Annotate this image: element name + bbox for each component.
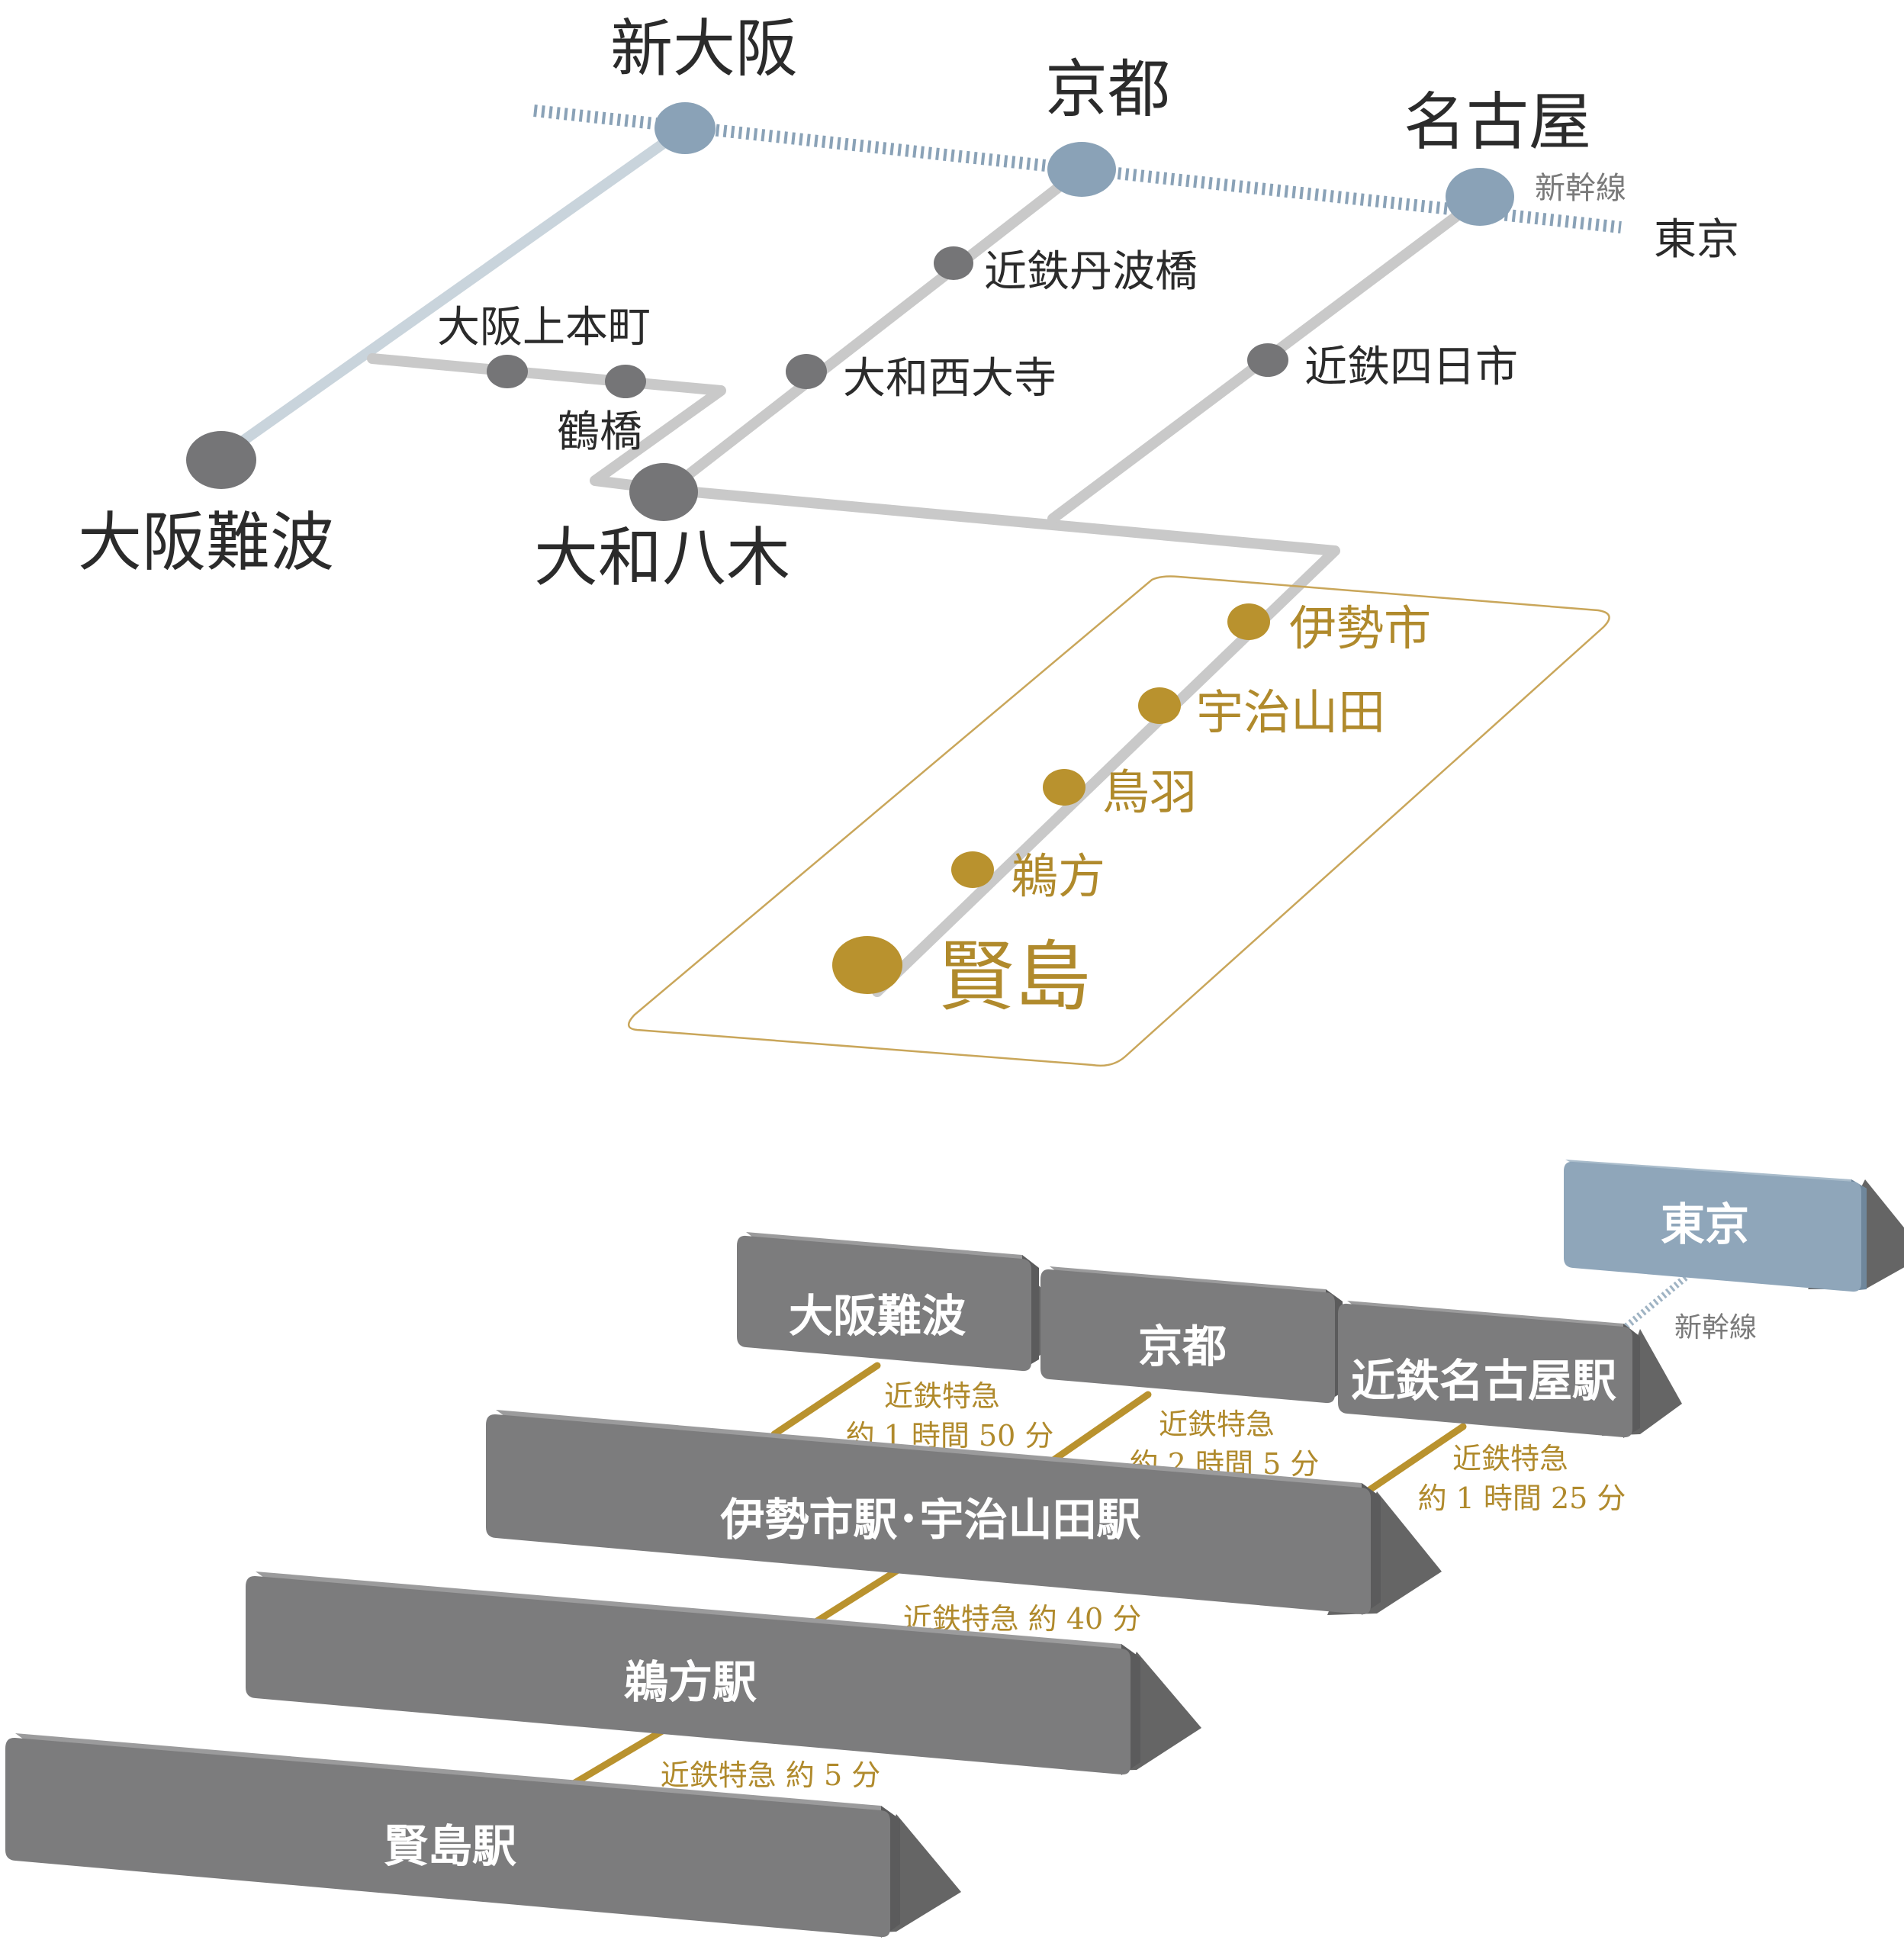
line-shinosaka-namba bbox=[216, 123, 690, 462]
station-dot-tambabashi bbox=[934, 246, 973, 280]
svg-text:近鉄名古屋駅: 近鉄名古屋駅 bbox=[1351, 1355, 1616, 1407]
shinkansen-connector bbox=[1621, 1271, 1692, 1332]
station-dot-kashikojima bbox=[832, 936, 902, 994]
station-dot-yokkaichi bbox=[1247, 343, 1288, 377]
label-iseshi: 伊勢市 bbox=[1289, 600, 1431, 656]
label-shinkansen-bottom: 新幹線 bbox=[1674, 1312, 1757, 1343]
svg-text:鵜方駅: 鵜方駅 bbox=[624, 1656, 757, 1708]
label-kashikojima: 賢島 bbox=[938, 932, 1091, 1021]
station-dot-nagoya bbox=[1446, 168, 1514, 226]
label-shin-osaka: 新大阪 bbox=[610, 13, 798, 85]
station-dot-tsuruhashi bbox=[605, 365, 646, 398]
station-dot-shin-osaka bbox=[654, 102, 716, 154]
label-ugata: 鵜方 bbox=[1011, 848, 1105, 904]
station-dot-iseshi bbox=[1227, 603, 1270, 640]
station-dot-kyoto bbox=[1047, 142, 1116, 197]
box-osaka-namba: 大阪難波 bbox=[737, 1232, 1076, 1372]
label-toba: 鳥羽 bbox=[1102, 764, 1197, 820]
route-map: 新大阪 京都 名古屋 新幹線 東京 近鉄丹波橋 大阪上本町 大和西大寺 近鉄四日… bbox=[78, 13, 1739, 1067]
svg-text:京都: 京都 bbox=[1138, 1321, 1227, 1372]
time-nagoya-line1: 近鉄特急 bbox=[1452, 1442, 1568, 1475]
svg-text:伊勢市駅･宇治山田駅: 伊勢市駅･宇治山田駅 bbox=[719, 1494, 1140, 1546]
box-iseshi-ujiyamada: 伊勢市駅･宇治山田駅 bbox=[486, 1410, 1442, 1615]
svg-text:大阪難波: 大阪難波 bbox=[789, 1290, 966, 1342]
station-dot-yagi bbox=[629, 463, 698, 521]
label-shinkansen: 新幹線 bbox=[1535, 171, 1626, 206]
label-ujiyamada: 宇治山田 bbox=[1196, 684, 1385, 740]
svg-text:東京: 東京 bbox=[1661, 1198, 1749, 1250]
travel-time-blocks: 東京 新幹線 大阪難波 京都 近鉄名古屋駅 近鉄特急 bbox=[5, 1160, 1904, 1938]
label-uehommachi: 大阪上本町 bbox=[437, 303, 651, 352]
box-kyoto: 京都 bbox=[1040, 1266, 1385, 1404]
time-ugata-to-kashikojima: 近鉄特急 約 5 分 bbox=[661, 1758, 880, 1792]
label-tsuruhashi: 鶴橋 bbox=[557, 407, 642, 457]
label-nagoya: 名古屋 bbox=[1404, 86, 1591, 159]
label-yokkaichi: 近鉄四日市 bbox=[1304, 343, 1518, 392]
box-kintetsu-nagoya: 近鉄名古屋駅 bbox=[1338, 1301, 1682, 1438]
box-kashikojima: 賢島駅 bbox=[5, 1733, 961, 1938]
station-dot-saidaiji bbox=[786, 354, 827, 389]
station-dot-namba bbox=[186, 431, 256, 489]
station-dot-uehommachi bbox=[487, 355, 528, 388]
label-osaka-namba: 大阪難波 bbox=[78, 505, 334, 580]
station-dot-ugata bbox=[951, 851, 994, 888]
label-tambabashi: 近鉄丹波橋 bbox=[984, 247, 1198, 297]
connectors bbox=[561, 1362, 1467, 1793]
box-tokyo: 東京 bbox=[1564, 1160, 1904, 1292]
time-namba-line1: 近鉄特急 bbox=[884, 1379, 1000, 1413]
box-ugata: 鵜方駅 bbox=[246, 1572, 1201, 1775]
svg-text:賢島駅: 賢島駅 bbox=[384, 1820, 516, 1872]
station-dot-toba bbox=[1043, 769, 1085, 806]
label-saidaiji: 大和西大寺 bbox=[843, 354, 1057, 404]
shima-area-frame bbox=[628, 575, 1610, 1067]
time-kyoto-line1: 近鉄特急 bbox=[1159, 1408, 1275, 1441]
label-yamato-yagi: 大和八木 bbox=[534, 520, 790, 595]
station-dot-ujiyamada bbox=[1138, 687, 1181, 724]
time-nagoya-line2: 約 1 時間 25 分 bbox=[1418, 1482, 1626, 1515]
label-tokyo: 東京 bbox=[1654, 215, 1739, 265]
label-kyoto: 京都 bbox=[1045, 53, 1170, 126]
